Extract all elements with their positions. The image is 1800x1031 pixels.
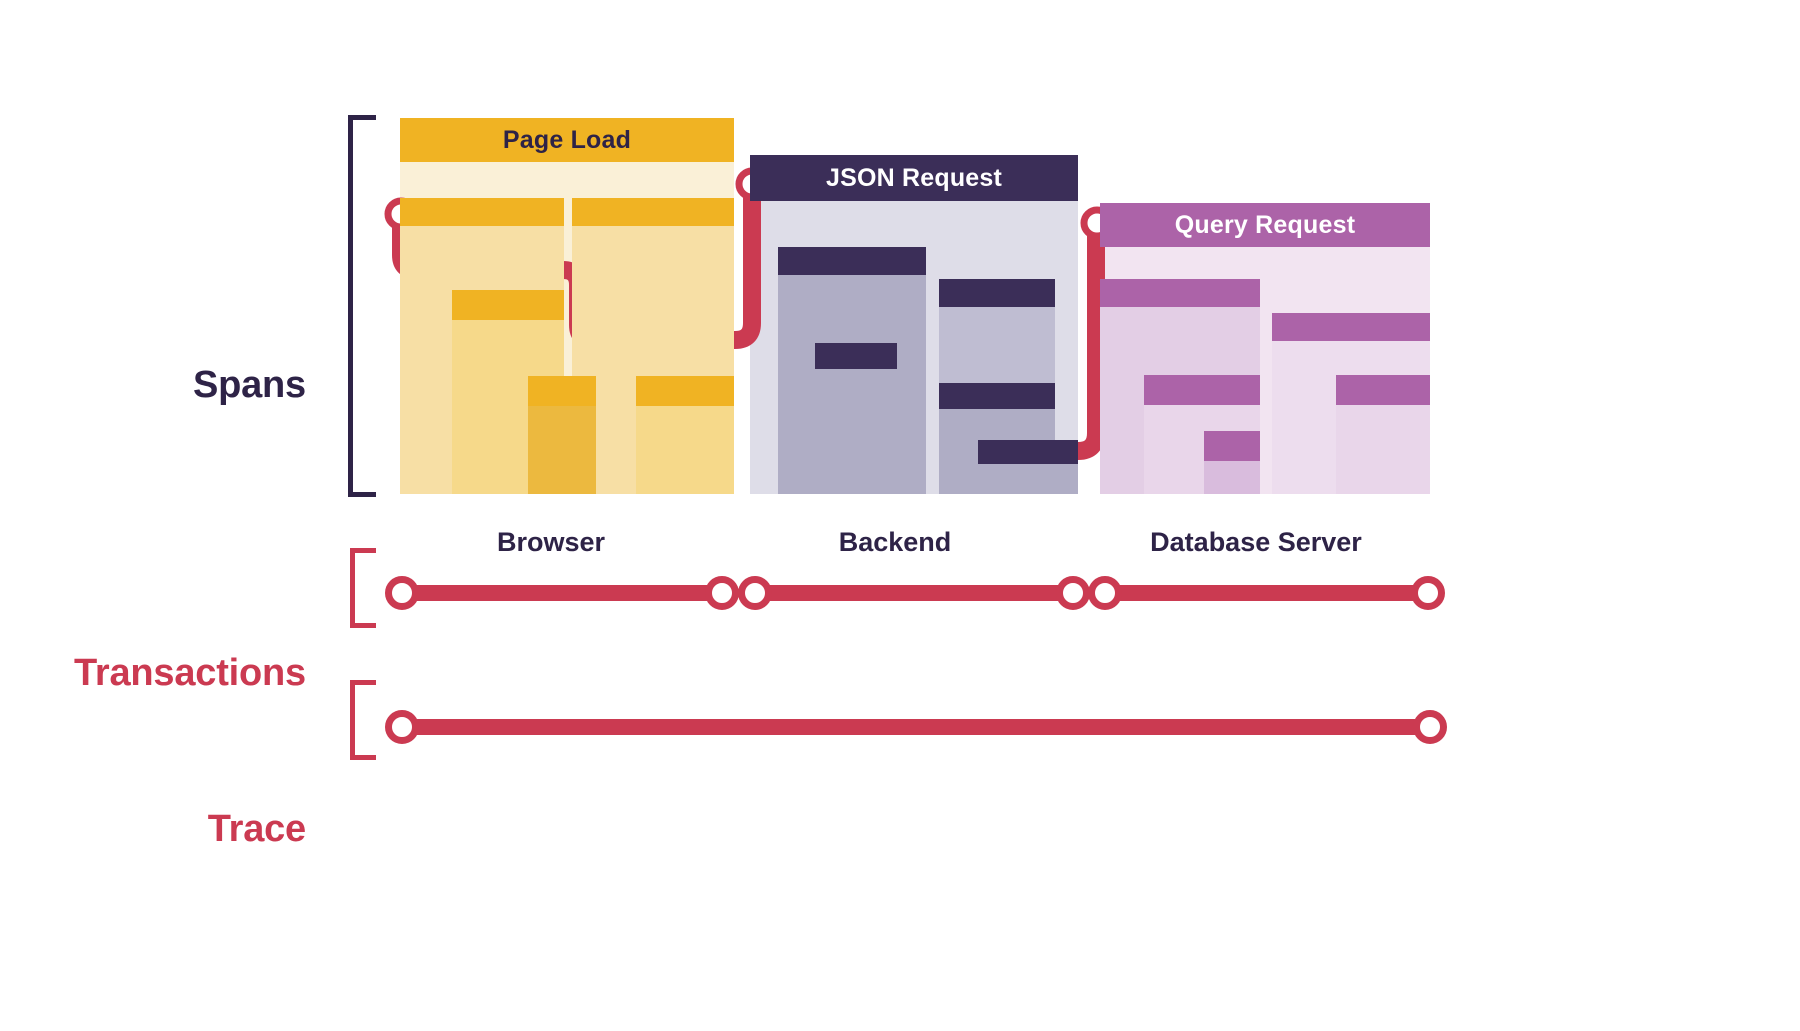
transaction-title-database: Query Request xyxy=(1100,203,1430,247)
service-panel-browser: Page Load xyxy=(400,118,734,494)
span-browser-4-cap xyxy=(528,376,596,406)
span-browser-5-cap xyxy=(636,376,734,406)
span-backend-5-cap xyxy=(978,440,1078,464)
transaction-title-browser: Page Load xyxy=(400,118,734,162)
span-backend-1-cap xyxy=(778,247,926,275)
transaction-node-5 xyxy=(1411,576,1445,610)
bracket-trace xyxy=(350,680,376,760)
span-db-1-cap xyxy=(1100,279,1260,307)
trace-node-1 xyxy=(1413,710,1447,744)
transaction-segment-backend xyxy=(755,585,1073,601)
row-label-spans: Spans xyxy=(192,364,306,406)
span-db-5 xyxy=(1336,375,1430,494)
bracket-transactions xyxy=(350,548,376,628)
transaction-node-3 xyxy=(1056,576,1090,610)
service-name-browser: Browser xyxy=(496,527,606,557)
transaction-node-2 xyxy=(738,576,772,610)
span-backend-5 xyxy=(978,440,1078,494)
transaction-segment-database xyxy=(1105,585,1428,601)
span-browser-5 xyxy=(636,376,734,494)
backend-to-database-connector xyxy=(992,224,1105,460)
span-backend-3-cap xyxy=(939,279,1055,307)
service-panel-database: Query Request xyxy=(1100,203,1430,494)
bracket-spans xyxy=(348,115,376,497)
span-db-3-cap xyxy=(1144,375,1260,405)
span-browser-3-cap xyxy=(452,290,564,320)
span-backend-2-cap xyxy=(815,343,897,369)
transaction-node-0 xyxy=(385,576,419,610)
span-db-2-cap xyxy=(1272,313,1430,341)
row-label-trace: Trace xyxy=(207,808,307,850)
span-db-4-cap xyxy=(1204,431,1260,461)
service-name-backend: Backend xyxy=(838,527,952,557)
trace-segment-full xyxy=(402,719,1430,735)
span-backend-2 xyxy=(815,343,897,494)
service-panel-backend: JSON Request xyxy=(750,155,1078,494)
trace-node-0 xyxy=(385,710,419,744)
span-browser-1-cap xyxy=(400,198,564,226)
transaction-title-backend: JSON Request xyxy=(750,155,1078,201)
span-browser-2-cap xyxy=(572,198,734,226)
transaction-node-1 xyxy=(705,576,739,610)
row-label-transactions: Transactions xyxy=(73,652,306,694)
span-db-4 xyxy=(1204,431,1260,494)
service-name-database: Database Server xyxy=(1150,527,1362,557)
span-backend-4-cap xyxy=(939,383,1055,409)
transaction-segment-browser xyxy=(402,585,722,601)
transaction-node-4 xyxy=(1088,576,1122,610)
span-browser-4 xyxy=(528,376,596,494)
span-db-5-cap xyxy=(1336,375,1430,405)
